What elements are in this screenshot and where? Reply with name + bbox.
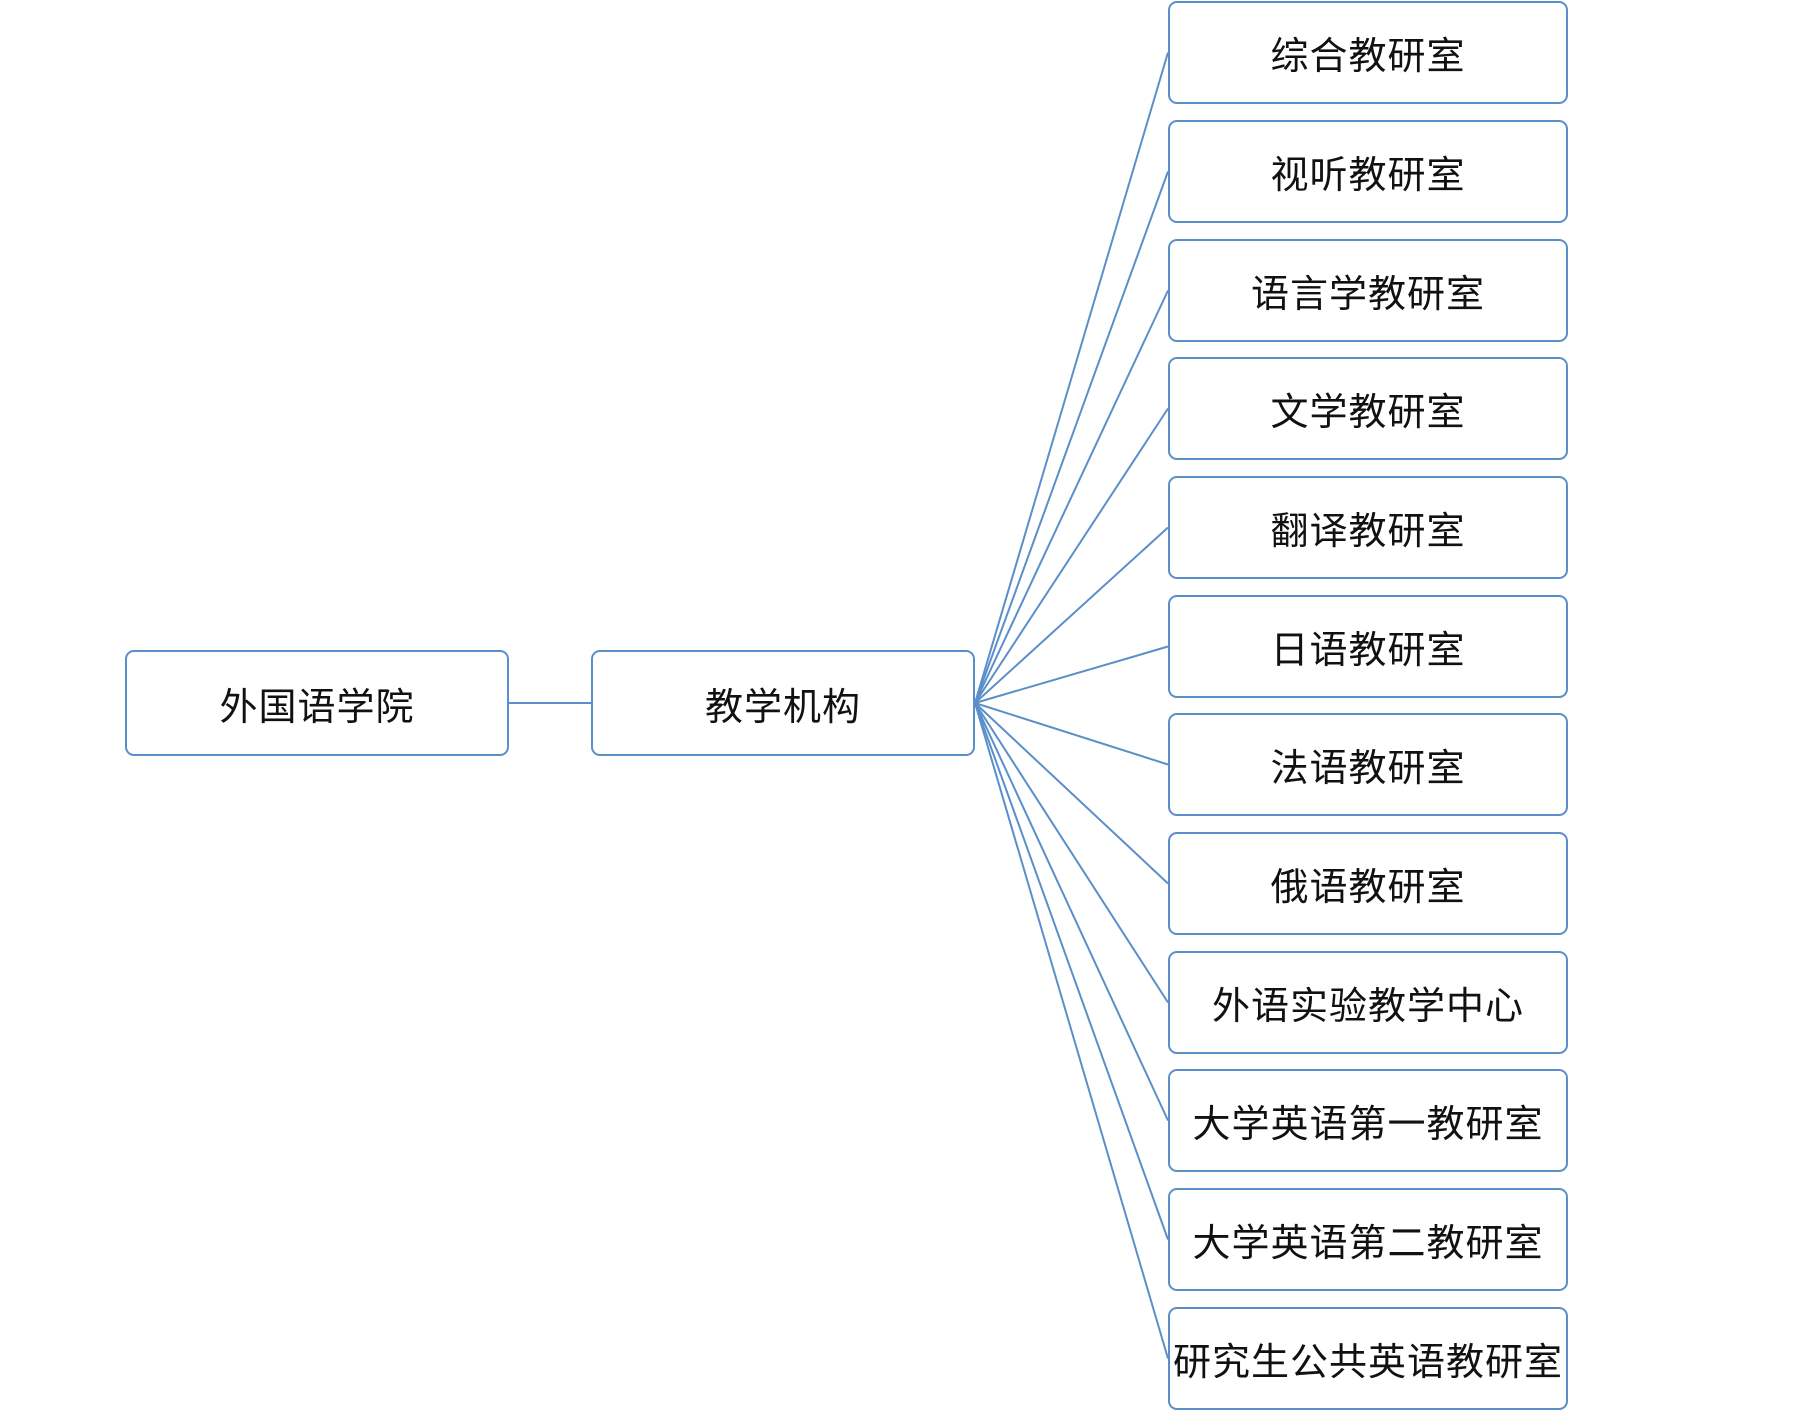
- branch-node-teaching-institutions: 教学机构: [591, 650, 975, 756]
- unit-node-label: 研究生公共英语教研室: [1172, 1340, 1563, 1384]
- unit-node-label: 视听教研室: [1270, 153, 1466, 197]
- connector-line: [974, 52, 1169, 704]
- connector-line: [974, 171, 1169, 704]
- unit-node: 翻译教研室: [1168, 476, 1568, 579]
- unit-node-label: 翻译教研室: [1270, 509, 1466, 553]
- unit-node: 综合教研室: [1168, 1, 1568, 104]
- unit-node: 日语教研室: [1168, 595, 1568, 698]
- connector-line: [974, 702, 1169, 1359]
- connector-line: [974, 407, 1169, 704]
- unit-node-label: 日语教研室: [1270, 628, 1466, 672]
- unit-node: 文学教研室: [1168, 357, 1568, 460]
- connector-line: [974, 290, 1169, 704]
- connector-line: [974, 702, 1169, 1240]
- unit-node-label: 文学教研室: [1270, 390, 1466, 434]
- unit-node-label: 语言学教研室: [1250, 272, 1485, 316]
- connector-line: [974, 645, 1169, 704]
- unit-node: 俄语教研室: [1168, 832, 1568, 935]
- unit-node: 大学英语第一教研室: [1168, 1069, 1568, 1172]
- unit-node-label: 法语教研室: [1270, 746, 1466, 790]
- unit-node: 法语教研室: [1168, 713, 1568, 816]
- unit-node-label: 大学英语第二教研室: [1192, 1221, 1544, 1265]
- unit-node: 外语实验教学中心: [1168, 951, 1568, 1054]
- unit-node: 语言学教研室: [1168, 239, 1568, 342]
- connector-line: [974, 526, 1169, 704]
- unit-node-label: 大学英语第一教研室: [1192, 1102, 1544, 1146]
- unit-node: 大学英语第二教研室: [1168, 1188, 1568, 1291]
- branch-node-label: 教学机构: [704, 684, 861, 729]
- unit-node-label: 外语实验教学中心: [1211, 984, 1524, 1028]
- connector-line: [974, 702, 1169, 766]
- root-node-college: 外国语学院: [125, 650, 509, 756]
- connector-line: [974, 702, 1169, 1121]
- connector-line: [974, 702, 1169, 1004]
- unit-node: 研究生公共英语教研室: [1168, 1307, 1568, 1410]
- connector-line: [974, 702, 1169, 885]
- root-node-label: 外国语学院: [219, 684, 415, 729]
- unit-node-label: 综合教研室: [1270, 34, 1466, 78]
- unit-node-label: 俄语教研室: [1270, 865, 1466, 909]
- unit-node: 视听教研室: [1168, 120, 1568, 223]
